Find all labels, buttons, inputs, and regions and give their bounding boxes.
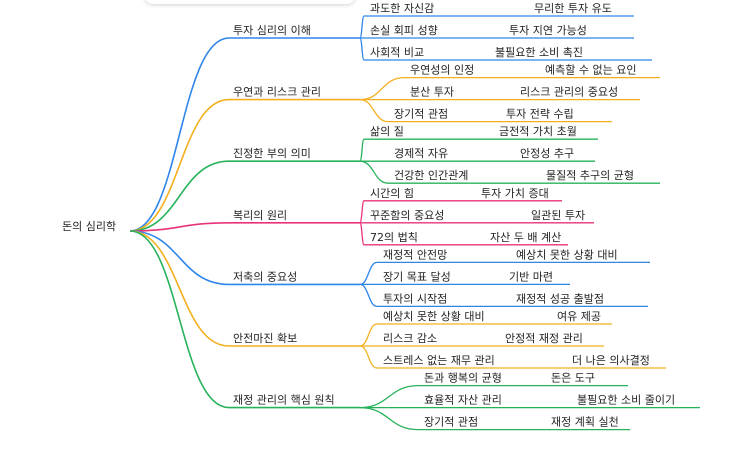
branch-node-label[interactable]: 안전마진 확보 bbox=[233, 332, 297, 345]
leaf-detail-label[interactable]: 재정 계획 실천 bbox=[551, 415, 619, 429]
leaf-connector bbox=[359, 76, 405, 101]
leaf-node-label[interactable]: 돈과 행복의 균형 bbox=[424, 372, 502, 385]
leaf-node-label[interactable]: 스트레스 없는 재무 관리 bbox=[383, 354, 495, 367]
leaf-connector bbox=[359, 323, 378, 347]
leaf-detail-label[interactable]: 금전적 가치 초월 bbox=[499, 125, 577, 138]
leaf-detail-label[interactable]: 무리한 투자 유도 bbox=[534, 2, 612, 15]
leaf-detail-label[interactable]: 일관된 투자 bbox=[531, 208, 585, 222]
leaf-node-label[interactable]: 꾸준함의 중요성 bbox=[370, 209, 444, 222]
leaf-node-label[interactable]: 사회적 비교 bbox=[370, 46, 424, 59]
leaf-detail-label[interactable]: 예측할 수 없는 요인 bbox=[545, 64, 636, 77]
leaf-detail-label[interactable]: 안정성 추구 bbox=[520, 147, 574, 160]
leaf-connector bbox=[359, 222, 365, 246]
leaf-connector bbox=[359, 261, 378, 286]
leaf-node-label[interactable]: 예상치 못한 상황 대비 bbox=[383, 310, 485, 323]
top-panel-edge bbox=[145, 0, 355, 4]
leaf-detail-label[interactable]: 예상치 못한 상황 대비 bbox=[516, 248, 618, 261]
leaf-node-label[interactable]: 장기적 관점 bbox=[424, 416, 478, 429]
branch-node-label[interactable]: 복리의 원리 bbox=[233, 209, 287, 222]
leaf-node-label[interactable]: 건강한 인간관계 bbox=[394, 169, 468, 182]
leaf-detail-label[interactable]: 투자 가치 증대 bbox=[481, 187, 549, 200]
leaf-node-label[interactable]: 효율적 자산 관리 bbox=[424, 394, 502, 407]
leaf-node-label[interactable]: 장기적 관점 bbox=[394, 108, 448, 121]
branch-node-label[interactable]: 재정 관리의 핵심 원칙 bbox=[233, 394, 335, 407]
branch-node-label[interactable]: 투자 심리의 이해 bbox=[233, 23, 311, 37]
leaf-node-label[interactable]: 분산 투자 bbox=[410, 86, 454, 99]
leaf-node-label[interactable]: 우연성의 인정 bbox=[410, 64, 474, 77]
leaf-node-label[interactable]: 72의 법칙 bbox=[370, 231, 418, 244]
leaf-connector bbox=[359, 406, 419, 431]
branch-connector bbox=[129, 37, 230, 232]
leaf-connector bbox=[359, 37, 365, 61]
leaf-node-label[interactable]: 재정적 안전망 bbox=[383, 248, 447, 261]
leaf-detail-label[interactable]: 재정적 성공 출발점 bbox=[516, 292, 604, 305]
branch-node-label[interactable]: 저축의 중요성 bbox=[233, 270, 297, 283]
branch-node-label[interactable]: 진정한 부의 의미 bbox=[233, 147, 311, 160]
branch-connector bbox=[129, 230, 230, 286]
leaf-detail-label[interactable]: 투자 전략 수립 bbox=[506, 108, 574, 121]
leaf-detail-label[interactable]: 자산 두 배 계산 bbox=[490, 231, 561, 244]
leaf-node-label[interactable]: 손실 회피 성향 bbox=[370, 24, 438, 37]
leaf-connector bbox=[359, 384, 419, 409]
leaf-node-label[interactable]: 시간의 힘 bbox=[370, 187, 414, 200]
leaf-connector bbox=[359, 200, 365, 224]
branch-connector bbox=[129, 98, 230, 232]
root-node-label[interactable]: 돈의 심리학 bbox=[62, 220, 116, 233]
branch-connector bbox=[129, 160, 230, 232]
leaf-connector bbox=[359, 138, 365, 162]
branch-connector bbox=[129, 230, 230, 347]
leaf-detail-label[interactable]: 안정적 재정 관리 bbox=[505, 332, 583, 345]
leaf-detail-label[interactable]: 물질적 추구의 균형 bbox=[546, 169, 634, 182]
leaf-detail-label[interactable]: 여유 제공 bbox=[557, 310, 601, 323]
leaf-detail-label[interactable]: 불필요한 소비 줄이기 bbox=[577, 394, 675, 407]
leaf-node-label[interactable]: 투자의 시작점 bbox=[383, 292, 447, 305]
leaf-connector bbox=[359, 345, 378, 369]
leaf-detail-label[interactable]: 돈은 도구 bbox=[551, 372, 595, 385]
leaf-detail-label[interactable]: 기반 마련 bbox=[509, 270, 553, 283]
leaf-connector bbox=[359, 98, 389, 123]
leaf-connector bbox=[359, 283, 378, 308]
branch-node-label[interactable]: 우연과 리스크 관리 bbox=[233, 86, 321, 99]
branch-connector bbox=[129, 230, 230, 409]
leaf-detail-label[interactable]: 불필요한 소비 촉진 bbox=[495, 46, 583, 59]
leaf-node-label[interactable]: 삶의 질 bbox=[370, 125, 404, 138]
leaf-node-label[interactable]: 과도한 자신감 bbox=[370, 2, 434, 15]
leaf-node-label[interactable]: 경제적 자유 bbox=[394, 147, 448, 160]
leaf-connector bbox=[359, 160, 389, 184]
branch-connector bbox=[129, 222, 230, 232]
leaf-connector bbox=[359, 15, 365, 39]
leaf-detail-label[interactable]: 투자 지연 가능성 bbox=[509, 24, 587, 37]
leaf-node-label[interactable]: 리스크 감소 bbox=[383, 332, 437, 345]
leaf-detail-label[interactable]: 리스크 관리의 중요성 bbox=[520, 86, 618, 99]
leaf-detail-label[interactable]: 더 나은 의사결정 bbox=[572, 354, 650, 367]
leaf-node-label[interactable]: 장기 목표 달성 bbox=[383, 270, 451, 283]
